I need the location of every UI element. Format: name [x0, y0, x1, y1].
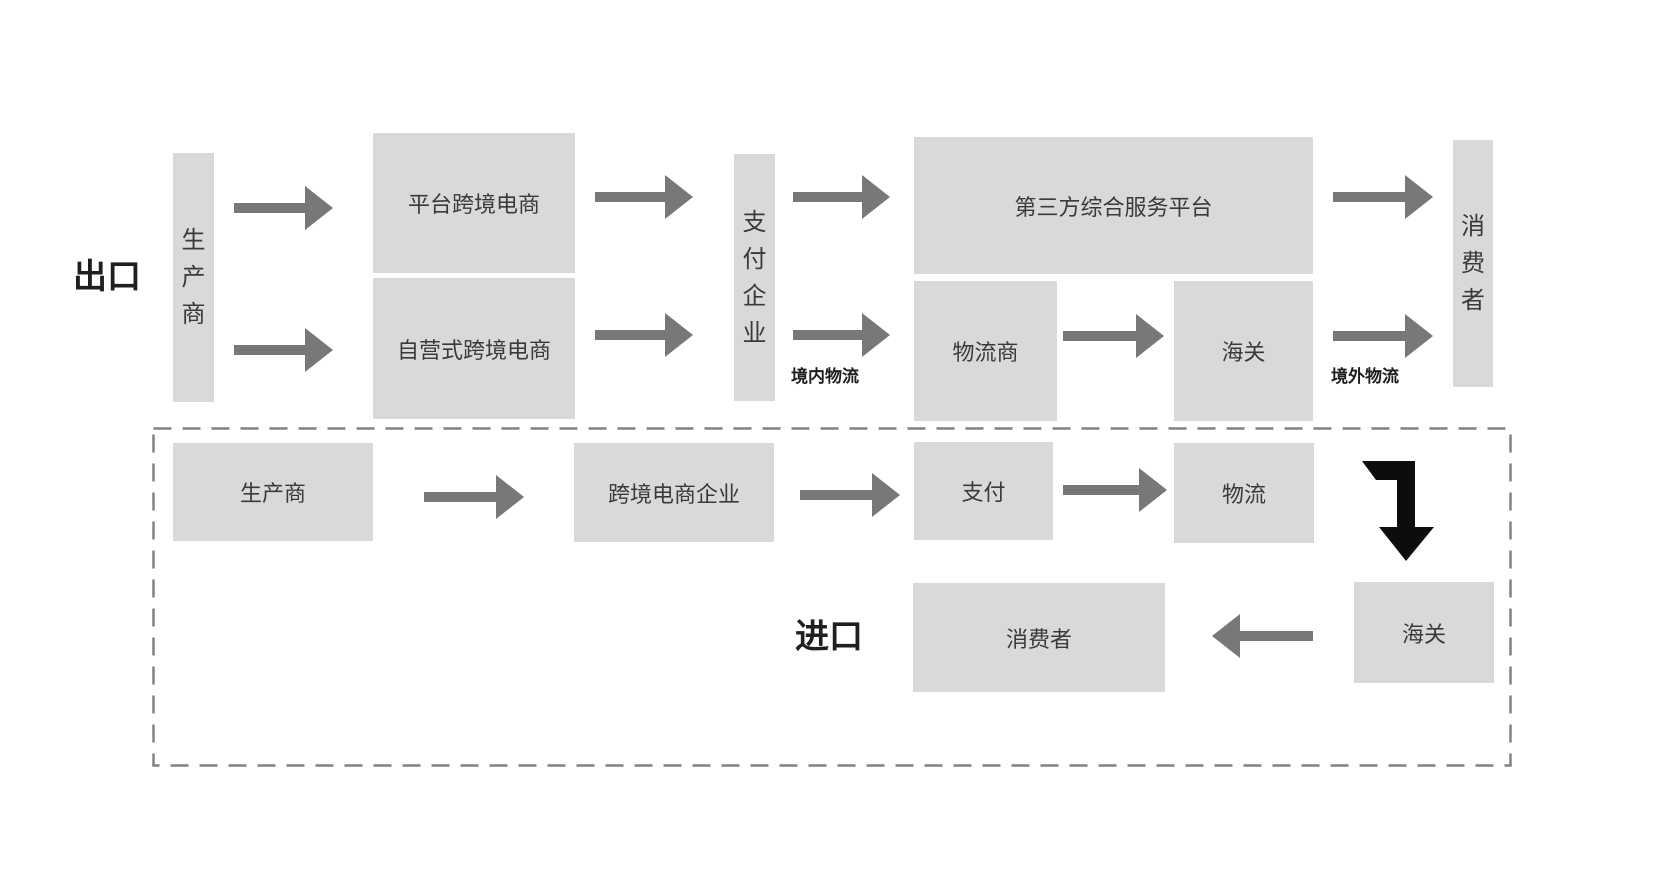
arrow-head	[1405, 175, 1433, 219]
node-export-consumer: 消费者	[1453, 140, 1493, 387]
arrow-shaft	[595, 330, 666, 340]
arrow-shaft	[1333, 192, 1406, 202]
arrow-payment-to-third-party-icon	[793, 175, 890, 219]
arrow-shaft	[234, 345, 306, 355]
arrow-shaft	[1063, 331, 1137, 341]
arrow-customs-to-consumer-left-icon	[1212, 614, 1313, 658]
arrow-producer-to-platform-icon	[234, 186, 333, 230]
arrow-self-operated-to-payment-icon	[595, 313, 693, 357]
node-payment-enterprise: 支付企业	[734, 154, 775, 401]
arrow-third-party-to-consumer-icon	[1333, 175, 1433, 219]
arrow-customs-to-consumer-icon	[1333, 314, 1433, 358]
node-export-producer: 生产商	[173, 153, 214, 402]
arrow-shaft	[234, 203, 306, 213]
arrow-logistics-provider-to-customs-icon	[1063, 314, 1164, 358]
node-platform-ecommerce: 平台跨境电商	[373, 133, 575, 273]
node-third-party-service-platform: 第三方综合服务平台	[914, 137, 1313, 274]
arrow-head	[305, 328, 333, 372]
node-import-consumer: 消费者	[913, 583, 1165, 692]
node-export-customs: 海关	[1174, 281, 1313, 421]
arrow-producer-to-self-operated-icon	[234, 328, 333, 372]
arrow-head	[1136, 314, 1164, 358]
arrow-shaft	[595, 192, 666, 202]
arrow-head	[862, 313, 890, 357]
arrow-head	[1405, 314, 1433, 358]
arrow-shaft	[1333, 331, 1406, 341]
node-import-payment: 支付	[914, 442, 1053, 540]
arrow-shaft	[424, 492, 497, 502]
import-section-label: 进口	[795, 618, 863, 656]
overseas-logistics-label: 境外物流	[1331, 367, 1399, 386]
arrow-head	[665, 175, 693, 219]
arrow-shaft	[793, 330, 863, 340]
arrow-head	[1139, 468, 1167, 512]
arrow-shaft	[1239, 631, 1313, 641]
node-cross-border-ecommerce-enterprise: 跨境电商企业	[574, 443, 774, 542]
bent-down-arrow-icon	[1362, 461, 1434, 561]
export-section-label: 出口	[73, 258, 141, 296]
arrow-shaft	[1063, 485, 1140, 495]
import-section-dashed-border	[152, 427, 1512, 767]
arrow-payment-to-logistics-icon	[1063, 468, 1167, 512]
arrow-head	[862, 175, 890, 219]
node-self-operated-ecommerce: 自营式跨境电商	[373, 278, 575, 419]
arrow-platform-to-payment-icon	[595, 175, 693, 219]
node-import-customs: 海关	[1354, 582, 1494, 683]
arrow-head	[496, 475, 524, 519]
node-logistics-provider: 物流商	[914, 281, 1057, 421]
arrow-head	[665, 313, 693, 357]
arrow-head	[872, 473, 900, 517]
arrow-payment-to-logistics-provider-icon	[793, 313, 890, 357]
arrow-producer-to-cbec-icon	[424, 475, 524, 519]
domestic-logistics-label: 境内物流	[791, 367, 859, 386]
node-import-logistics: 物流	[1174, 443, 1314, 543]
arrow-shaft	[793, 192, 863, 202]
node-import-producer: 生产商	[173, 443, 373, 541]
arrow-head	[305, 186, 333, 230]
arrow-shaft	[800, 490, 873, 500]
arrow-head	[1212, 614, 1240, 658]
arrow-cbec-to-payment-icon	[800, 473, 900, 517]
